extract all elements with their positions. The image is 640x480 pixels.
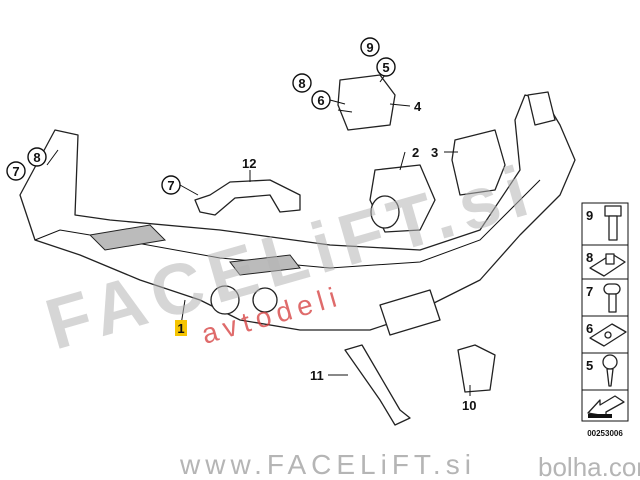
- carrier-mount-tab: [379, 289, 441, 336]
- carrier-end-tab: [527, 91, 556, 126]
- callout-6: 6: [311, 90, 331, 110]
- callout-9: 9: [360, 37, 380, 57]
- svg-text:1: 1: [177, 321, 184, 336]
- svg-text:8: 8: [298, 76, 305, 91]
- direction-arrow-icon: [587, 395, 625, 418]
- mount-hole: [210, 285, 240, 315]
- clip-nut-icon: [589, 253, 626, 277]
- svg-text:6: 6: [317, 93, 324, 108]
- callout-8: 8: [292, 73, 312, 93]
- callout-11: 11: [310, 368, 324, 383]
- callout-10: 10: [462, 398, 476, 413]
- callout-5: 5: [376, 57, 396, 77]
- callout-7: 7: [6, 161, 26, 181]
- svg-text:8: 8: [33, 150, 40, 165]
- self-tapping-screw-icon: [602, 354, 618, 387]
- fastener-legend: 9 8 7 6 5 00253006: [581, 202, 629, 438]
- bracket-part-3: [451, 129, 506, 196]
- housing-opening: [370, 195, 400, 229]
- callout-7: 7: [161, 175, 181, 195]
- legend-number: 5: [586, 358, 593, 373]
- diagram-id: 00253006: [587, 429, 623, 438]
- legend-number: 7: [586, 284, 593, 299]
- callout-1-highlighted: 1: [175, 320, 187, 336]
- callout-8: 8: [27, 147, 47, 167]
- svg-text:9: 9: [366, 40, 373, 55]
- legend-number: 6: [586, 321, 593, 336]
- svg-text:7: 7: [167, 178, 174, 193]
- bracket-part-4: [337, 74, 396, 131]
- svg-text:7: 7: [12, 164, 19, 179]
- mount-hole: [252, 287, 278, 313]
- leader-lines: [46, 74, 471, 396]
- vent-grille: [88, 224, 167, 251]
- callout-3: 3: [431, 145, 438, 160]
- callout-4: 4: [414, 99, 422, 114]
- clip-nut-flat-icon: [589, 323, 627, 347]
- callout-12: 12: [242, 156, 256, 171]
- bracket-part-10: [457, 344, 496, 393]
- screw-icon: [603, 283, 621, 313]
- url-watermark: www.FACELiFT.si: [179, 449, 476, 480]
- legend-number: 9: [586, 208, 593, 223]
- strap-part-12: [194, 179, 301, 216]
- site-watermark: bolha.com: [538, 452, 640, 480]
- bracket-part-11: [344, 344, 411, 426]
- legend-number: 8: [586, 250, 593, 265]
- vent-grille: [229, 254, 301, 276]
- svg-text:5: 5: [382, 60, 389, 75]
- callout-2: 2: [412, 145, 419, 160]
- hex-bolt-icon: [604, 205, 622, 241]
